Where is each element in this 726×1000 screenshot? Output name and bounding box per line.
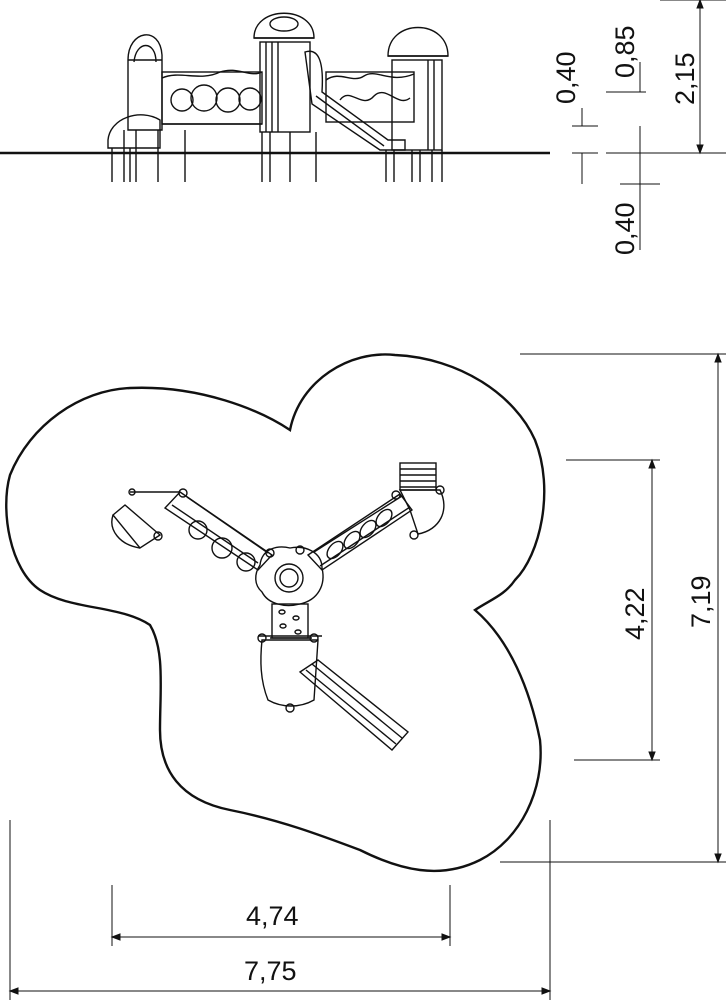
tube-slide-left bbox=[111, 504, 162, 549]
right-tower bbox=[385, 26, 449, 182]
slide-elevation bbox=[304, 50, 406, 151]
center-tower bbox=[253, 12, 317, 182]
central-hub bbox=[255, 546, 324, 607]
lower-deck bbox=[257, 633, 322, 713]
left-bridge bbox=[161, 69, 263, 125]
dim-safety-area-depth: 7,19 bbox=[686, 575, 716, 628]
upper-left-bridge bbox=[128, 488, 275, 572]
upper-right-deck bbox=[398, 462, 445, 535]
dim-roof-height: 0,85 bbox=[610, 25, 640, 78]
dim-safety-area-width: 7,75 bbox=[244, 956, 297, 986]
side-elevation-view: 0,40 0,85 2,15 0,40 bbox=[0, 0, 726, 255]
dim-equipment-width: 4,74 bbox=[246, 901, 299, 931]
plan-dimension-lines bbox=[8, 352, 726, 1000]
dim-total-height: 2,15 bbox=[670, 52, 700, 105]
upper-right-bridge bbox=[295, 490, 419, 571]
dim-platform-height: 0,40 bbox=[551, 51, 581, 104]
lower-climbing-panel bbox=[270, 603, 312, 639]
straight-slide-plan bbox=[298, 659, 410, 751]
elevation-dimension-lines bbox=[572, 0, 726, 250]
left-tower bbox=[107, 34, 186, 182]
right-bridge bbox=[325, 71, 415, 123]
dim-foundation-depth: 0,40 bbox=[610, 202, 640, 255]
plan-view: 4,74 7,75 4,22 7,19 bbox=[5, 352, 726, 1000]
dim-equipment-depth: 4,22 bbox=[620, 587, 650, 640]
safety-area-outline bbox=[5, 353, 546, 873]
